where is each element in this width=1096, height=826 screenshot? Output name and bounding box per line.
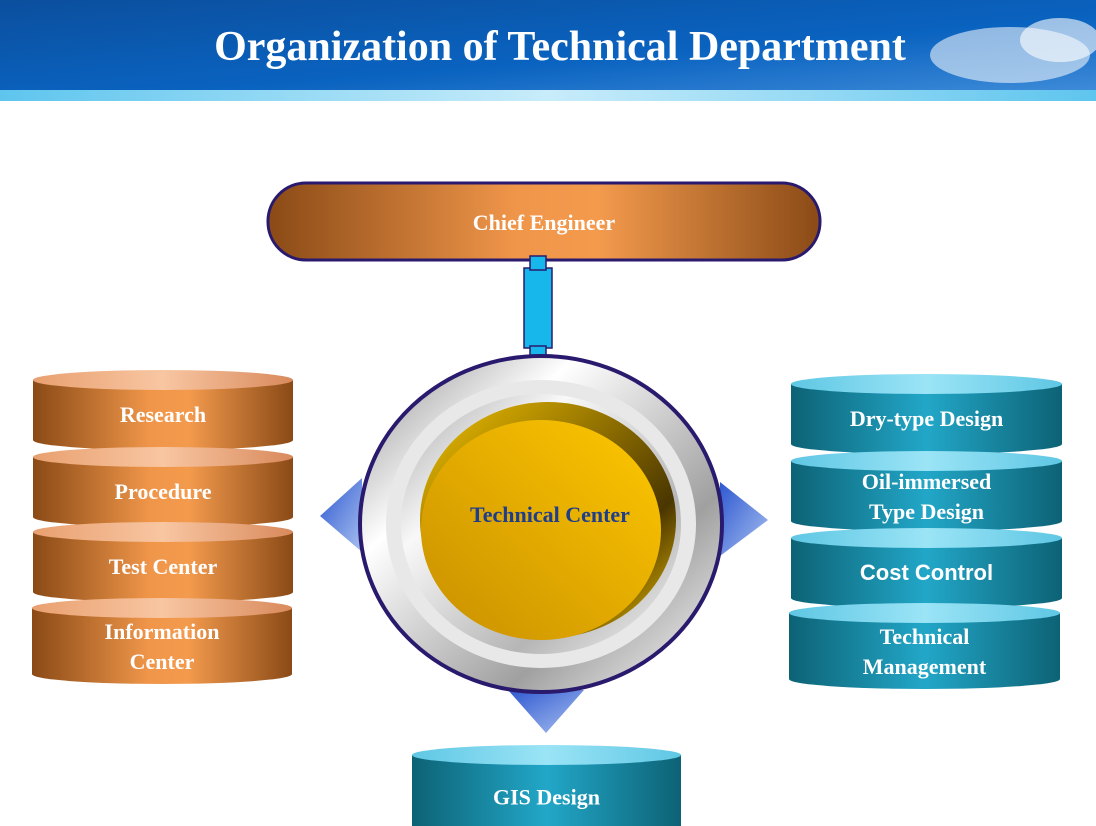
technical-center-label: Technical Center	[470, 502, 630, 527]
left-unit-2: Test Center	[33, 522, 293, 602]
header-banner: Organization of Technical Department	[0, 0, 1096, 101]
unit-label-line2: Center	[130, 649, 195, 674]
arrow-down-icon	[508, 690, 584, 733]
left-unit-0: Research	[33, 370, 293, 450]
cylinder-top	[33, 522, 293, 542]
cylinder-top	[791, 528, 1062, 548]
unit-label-line1: Technical	[880, 624, 970, 649]
unit-label: Research	[120, 402, 206, 427]
cylinder-top	[33, 370, 293, 390]
cylinder-top	[791, 374, 1062, 394]
unit-label: Cost Control	[860, 560, 993, 585]
chief-engineer-node: Chief Engineer	[266, 181, 822, 262]
unit-label: Test Center	[109, 554, 218, 579]
unit-label: Dry-type Design	[850, 406, 1003, 431]
cylinder-top	[33, 447, 293, 467]
left-unit-1: Procedure	[33, 447, 293, 527]
chief-engineer-label: Chief Engineer	[473, 210, 616, 235]
unit-label-line2: Type Design	[869, 499, 984, 524]
cylinder-top	[789, 603, 1060, 623]
cylinder-top	[791, 451, 1062, 471]
unit-label: Procedure	[115, 479, 212, 504]
unit-label-line1: Information	[105, 619, 220, 644]
cylinder-top	[32, 598, 292, 618]
page-title: Organization of Technical Department	[214, 24, 906, 70]
right-unit-2: Cost Control	[791, 528, 1062, 608]
unit-label-line1: Oil-immersed	[862, 469, 992, 494]
unit-label: GIS Design	[493, 785, 600, 810]
unit-label-line2: Management	[863, 654, 987, 679]
bottom-unit: GIS Design	[412, 745, 681, 826]
right-unit-0: Dry-type Design	[791, 374, 1062, 454]
gis-design-unit: GIS Design	[412, 745, 681, 826]
technical-center-node: Technical Center	[358, 354, 724, 694]
connector	[523, 255, 553, 357]
cylinder-top	[412, 745, 681, 765]
arrow-left-icon	[320, 478, 362, 552]
arrow-right-icon	[720, 482, 768, 556]
